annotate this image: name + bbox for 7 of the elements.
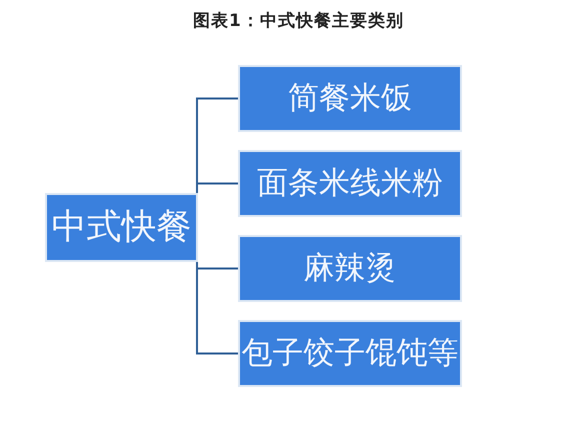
- connector-line: [196, 182, 238, 193]
- category-box: 麻辣烫: [238, 235, 462, 302]
- category-box: 面条米线米粉: [238, 150, 462, 217]
- category-box: 中式快餐: [45, 193, 198, 262]
- category-box: 包子饺子馄饨等: [238, 320, 462, 387]
- category-box: 简餐米饭: [238, 65, 462, 132]
- title: 图表1：中式快餐主要类别: [193, 10, 404, 32]
